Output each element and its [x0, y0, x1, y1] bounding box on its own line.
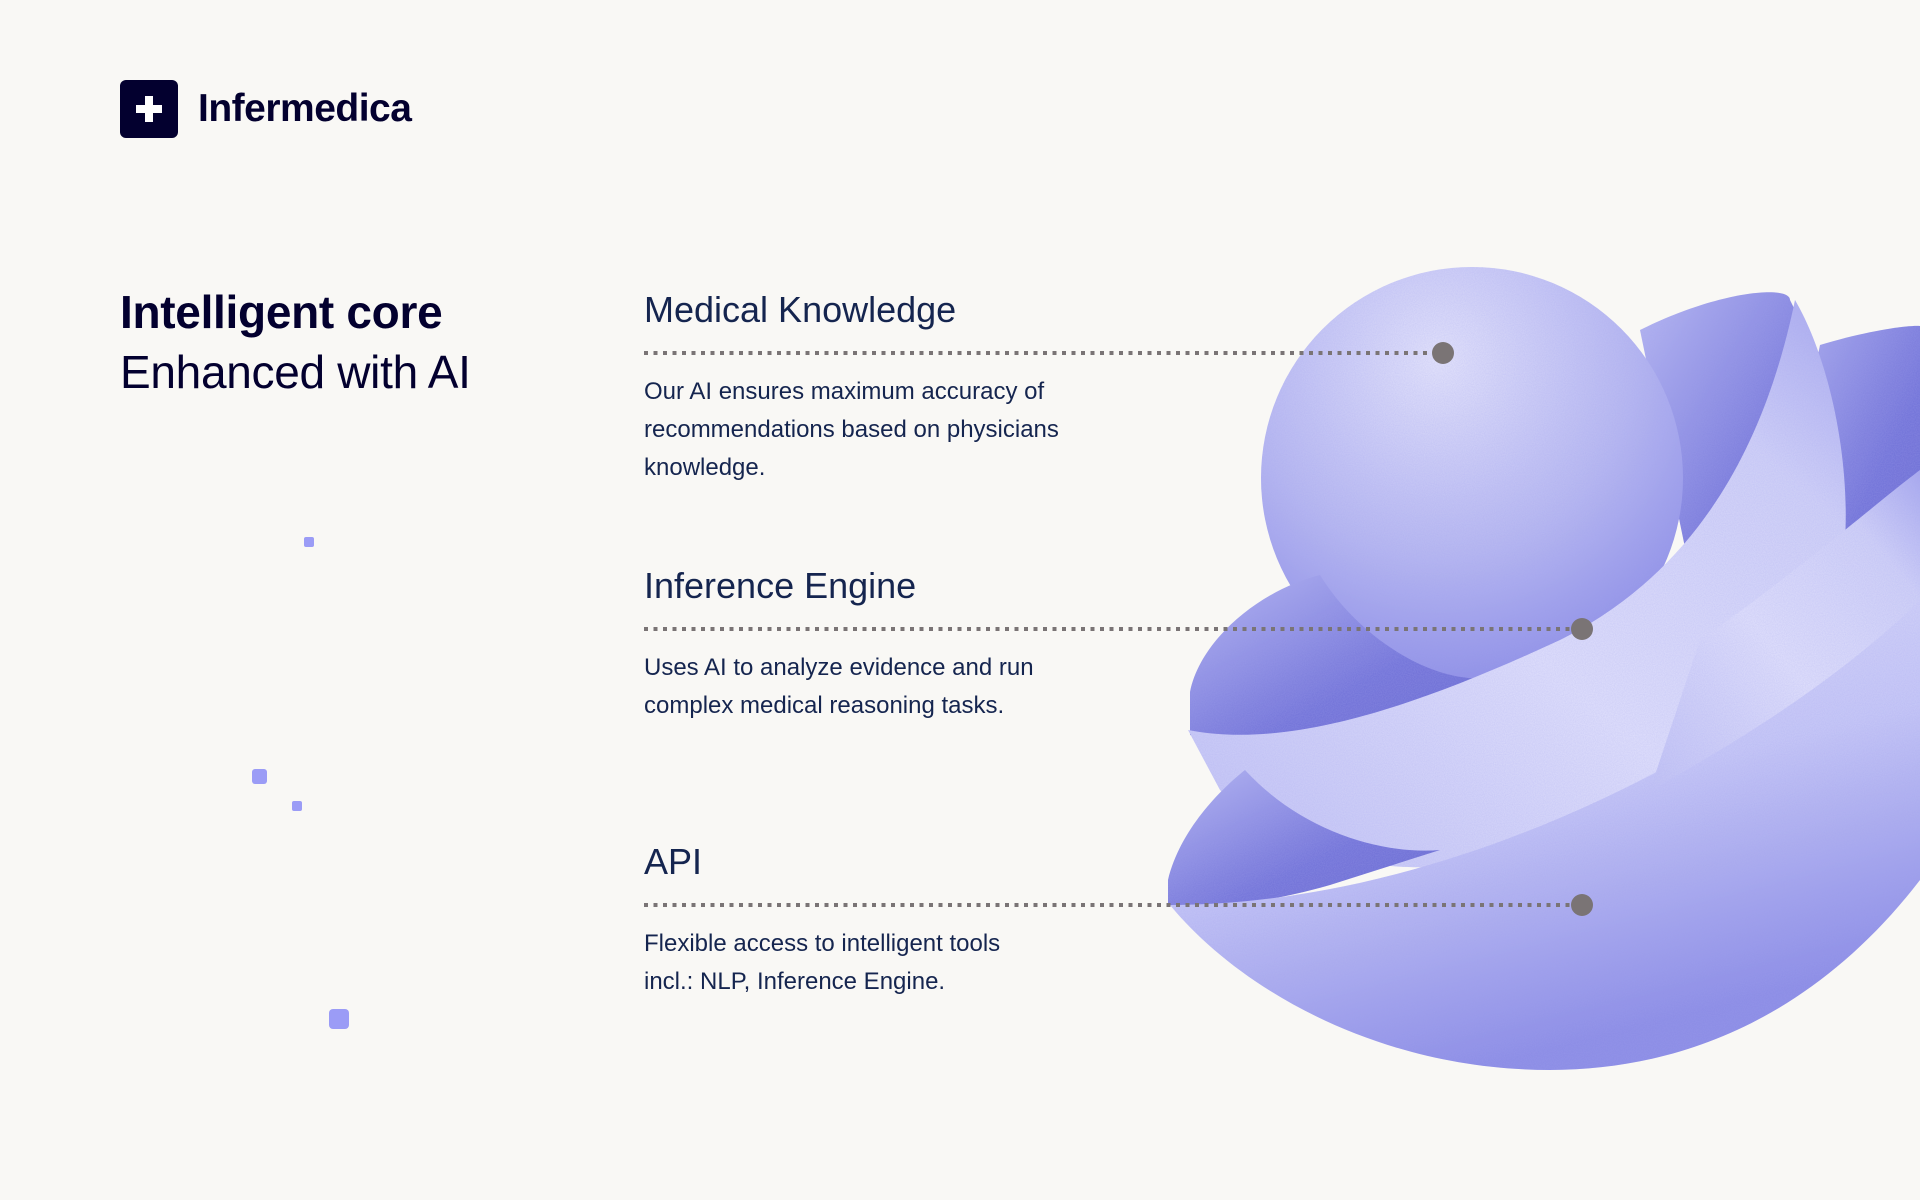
- hero-subtitle: Enhanced with AI: [120, 346, 471, 398]
- feature-medical-knowledge-description: Our AI ensures maximum accuracy of recom…: [644, 373, 1204, 487]
- feature-description-line: knowledge.: [644, 454, 766, 481]
- plus-cross-icon: [120, 80, 178, 138]
- decorative-square: [329, 1009, 349, 1029]
- leader-dot-icon: [1571, 894, 1593, 916]
- feature-inference-engine-description: Uses AI to analyze evidence and run comp…: [644, 649, 1204, 725]
- feature-title: Medical Knowledge: [644, 289, 957, 330]
- feature-description-line: Uses AI to analyze evidence and run: [644, 654, 1034, 681]
- leader-dot-icon: [1432, 342, 1454, 364]
- feature-api-description: Flexible access to intelligent tools inc…: [644, 925, 1204, 1001]
- brand-name: Infermedica: [198, 87, 412, 130]
- feature-title: Inference Engine: [644, 565, 917, 606]
- feature-description-line: recommendations based on physicians: [644, 416, 1059, 443]
- dotted-line: [644, 351, 1434, 355]
- dotted-line: [644, 627, 1573, 631]
- feature-inference-engine: Inference Engine: [644, 564, 1204, 608]
- leader-line-inference-engine: [644, 618, 1593, 640]
- feature-description-line: complex medical reasoning tasks.: [644, 692, 1005, 719]
- feature-description-line: incl.: NLP, Inference Engine.: [644, 968, 946, 995]
- leader-dot-icon: [1571, 618, 1593, 640]
- hero-title: Intelligent core: [120, 286, 443, 338]
- decorative-square: [304, 537, 314, 547]
- decorative-square: [292, 801, 302, 811]
- leader-line-medical-knowledge: [644, 342, 1454, 364]
- hero-heading: Intelligent core Enhanced with AI: [120, 282, 471, 402]
- feature-description-line: Our AI ensures maximum accuracy of: [644, 378, 1045, 405]
- decorative-square: [252, 769, 267, 784]
- leader-line-api: [644, 894, 1593, 916]
- feature-api: API: [644, 840, 1204, 884]
- brand-logo[interactable]: Infermedica: [120, 80, 412, 138]
- feature-title: API: [644, 841, 703, 882]
- feature-medical-knowledge: Medical Knowledge: [644, 288, 1204, 332]
- feature-description-line: Flexible access to intelligent tools: [644, 930, 1001, 957]
- dotted-line: [644, 903, 1573, 907]
